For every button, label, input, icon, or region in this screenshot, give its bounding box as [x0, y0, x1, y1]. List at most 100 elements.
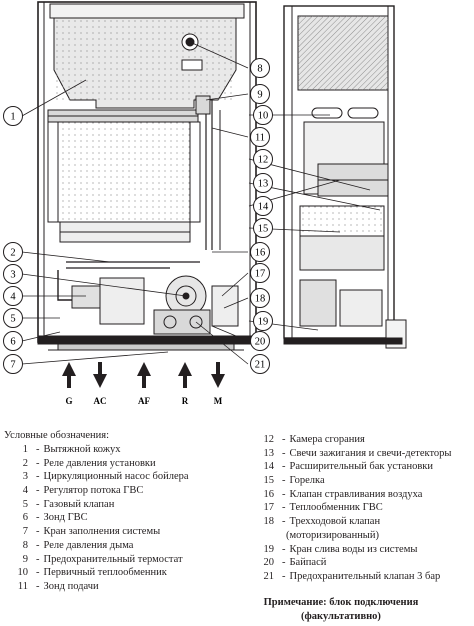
legend-item: 7-Кран заполнения системы	[4, 525, 189, 539]
arrow-down-icon	[93, 362, 107, 388]
arrow-up-icon	[178, 362, 192, 388]
callout-8: 8	[257, 64, 262, 75]
legend-item-text: Циркуляционный насос бойлера	[43, 471, 189, 483]
legend-item-text: Предохранительный термостат	[43, 553, 183, 565]
legend-item-text: Первичный теплообменник	[43, 567, 167, 579]
legend-item-text: Теплообменник ГВС	[289, 502, 383, 514]
callout-14: 14	[258, 202, 269, 213]
legend-item: 9-Предохранительный термостат	[4, 553, 189, 567]
legend-item-text: Регулятор потока ГВС	[43, 485, 144, 497]
legend-item-text: Трехходовой клапан	[289, 516, 381, 528]
legend-item-number: 10	[17, 567, 29, 579]
front-view	[37, 1, 257, 351]
legend-item: 6-Зонд ГВС	[4, 511, 189, 525]
arrow-down-icon	[211, 362, 225, 388]
legend-item-text: Кран заполнения системы	[43, 526, 161, 538]
callout-4: 4	[10, 292, 16, 303]
legend-item-text: Байпасй	[289, 557, 327, 569]
callout-5: 5	[10, 314, 15, 325]
legend-item-text: Реле давления дыма	[43, 539, 134, 551]
legend-item-text: Вытяжной кожух	[43, 444, 121, 455]
legend-item-text: Свечи зажигания и свечи-детекторы	[289, 447, 452, 459]
callout-15: 15	[258, 224, 269, 235]
legend-item-number: 3	[22, 471, 28, 483]
legend-item: 14-Расширительный бак установки	[236, 460, 451, 474]
connection-label-ac: AC	[94, 396, 107, 406]
legend-item-number: 15	[263, 475, 275, 487]
legend-right-column: 12-Камера сгорания 13-Свечи зажигания и …	[236, 433, 452, 584]
legend-title: Условные обозначения:	[4, 430, 110, 441]
legend-left-column: 1-Вытяжной кожух 2-Реле давления установ…	[4, 443, 189, 594]
legend-item-text: Предохранительный клапан 3 бар	[289, 570, 441, 582]
callout-6: 6	[10, 337, 15, 348]
legend-item: 15-Горелка	[236, 474, 451, 488]
callout-1: 1	[10, 112, 15, 123]
callout-18: 18	[255, 294, 266, 305]
legend-item-number: 11	[17, 580, 28, 592]
legend-item-number: 8	[22, 539, 28, 551]
legend-item: 5-Газовый клапан	[4, 498, 189, 512]
legend-item-number: 21	[263, 570, 275, 582]
callout-20: 20	[255, 337, 266, 348]
legend-item-number: 12	[263, 434, 275, 445]
legend-item: 16-Клапан стравливания воздуха	[236, 488, 451, 502]
boiler-diagram: 1 2 3 4 5 6 7 8 9 10 11 12 13 14 15 16 1…	[3, 1, 407, 406]
callout-21: 21	[255, 360, 266, 371]
connection-label-m: M	[214, 396, 223, 406]
legend-item-number: 1	[22, 444, 28, 455]
callout-markers	[3, 58, 273, 374]
legend-item-text: Зонд ГВС	[43, 512, 88, 524]
legend-item: 21-Предохранительный клапан 3 бар	[236, 570, 451, 584]
note-line-1: Примечание: блок подключения	[263, 597, 419, 608]
legend-item: 19-Кран слива воды из системы	[236, 543, 451, 557]
callout-17: 17	[255, 269, 266, 280]
legend-item-text: Газовый клапан	[43, 498, 115, 510]
legend-item: 18-Трехходовой клапан	[236, 515, 451, 529]
callout-3: 3	[10, 270, 15, 281]
legend-item-number: 19	[263, 543, 275, 555]
legend-item-number: 7	[22, 526, 28, 538]
side-view	[283, 5, 407, 349]
legend-item-text: (моторизированный)	[286, 529, 379, 541]
callout-11: 11	[255, 133, 265, 144]
callout-19: 19	[258, 317, 269, 328]
callout-10: 10	[258, 111, 269, 122]
legend-item: 1-Вытяжной кожух	[4, 443, 189, 457]
legend-item-number: 2	[22, 457, 28, 469]
legend-item: 4-Регулятор потока ГВС	[4, 484, 189, 498]
legend-item: 12-Камера сгорания	[236, 433, 451, 447]
legend-item-number: 14	[263, 461, 275, 473]
legend-item-number: 6	[22, 512, 28, 524]
legend-item-number: 20	[263, 557, 275, 569]
legend-item: 10-Первичный теплообменник	[4, 566, 189, 580]
legend-item-text: Расширительный бак установки	[289, 461, 434, 473]
legend-item: 17-Теплообменник ГВС	[236, 501, 451, 515]
callout-numbers: 1 2 3 4 5 6 7 8 9 10 11 12 13 14 15 16 1…	[10, 64, 269, 371]
callout-12: 12	[258, 155, 269, 166]
legend-item-text: Реле давления установки	[43, 457, 156, 469]
arrow-up-icon	[62, 362, 76, 388]
callout-7: 7	[10, 360, 15, 371]
legend-item-text: Зонд подачи	[43, 580, 99, 592]
connection-arrows	[62, 362, 225, 388]
legend-item: 13-Свечи зажигания и свечи-детекторы	[236, 447, 452, 461]
connection-label-af: AF	[138, 396, 150, 406]
legend-item-number: 9	[22, 553, 28, 565]
callout-16: 16	[255, 248, 266, 259]
legend-item: 8-Реле давления дыма	[4, 539, 189, 553]
legend-item-continuation: (моторизированный)	[236, 529, 451, 543]
connection-label-g: G	[65, 396, 72, 406]
connection-labels: G AC AF R M	[65, 396, 222, 406]
legend-item: 20-Байпасй	[236, 556, 451, 570]
connection-label-r: R	[182, 396, 189, 406]
legend-item-text: Кран слива воды из системы	[289, 543, 418, 555]
legend-item-number: 16	[263, 488, 275, 500]
note: Примечание: блок подключения (факультати…	[246, 596, 436, 623]
legend-item-text: Клапан стравливания воздуха	[289, 488, 423, 500]
combustion-chamber	[57, 121, 191, 223]
arrow-up-icon	[137, 362, 151, 388]
legend-item-number: 13	[263, 447, 275, 459]
legend-item: 2-Реле давления установки	[4, 457, 189, 471]
callout-2: 2	[10, 248, 15, 259]
legend-item-number: 17	[263, 502, 275, 514]
